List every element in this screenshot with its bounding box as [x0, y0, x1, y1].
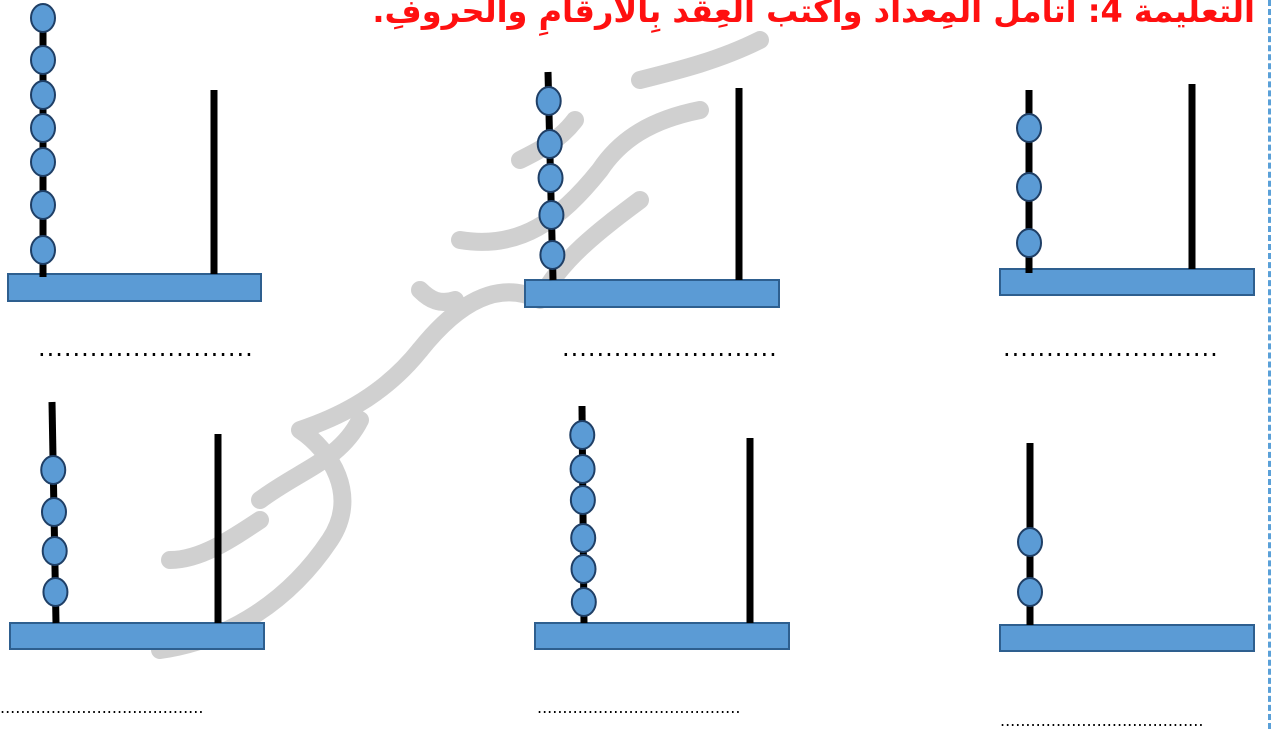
abacus-base — [534, 622, 790, 650]
abacus-bead — [569, 485, 596, 515]
abacus-bead — [1017, 577, 1043, 607]
abacus-base — [7, 273, 262, 302]
page-border — [1268, 0, 1277, 729]
abacus-bead — [30, 80, 56, 110]
abacus-bead — [535, 86, 562, 116]
abacus-base — [524, 279, 780, 308]
abacus-bead — [40, 455, 67, 485]
abacus-6 — [999, 443, 1255, 652]
instruction-title: التعليمة 4: أتأمل المِعداد وأكتب العِقد … — [372, 0, 1255, 30]
answer-blank-4[interactable]: ........................................ — [0, 698, 204, 717]
abacus-bead — [570, 554, 597, 584]
abacus-base — [999, 268, 1255, 296]
abacus-5 — [534, 405, 790, 650]
abacus-base — [9, 622, 265, 650]
abacus-bead — [570, 587, 597, 617]
abacus-4 — [9, 401, 265, 650]
abacus-bead — [30, 113, 56, 143]
abacus-3 — [999, 84, 1255, 296]
abacus-bead — [1016, 228, 1042, 258]
abacus-bead — [569, 420, 596, 450]
answer-blank-2[interactable]: ......................... — [562, 334, 778, 362]
abacus-1 — [7, 3, 262, 302]
abacus-bead — [30, 147, 56, 177]
abacus-2 — [524, 71, 780, 308]
answer-blank-5[interactable]: ........................................ — [537, 698, 741, 717]
abacus-bead — [539, 240, 566, 270]
abacus-bead — [569, 454, 596, 484]
abacus-bead — [40, 497, 67, 527]
abacus-bead — [30, 235, 56, 265]
abacus-bead — [30, 190, 56, 220]
abacus-bead — [30, 45, 56, 75]
abacus-bead — [30, 3, 56, 33]
answer-blank-1[interactable]: ......................... — [38, 334, 254, 362]
abacus-base — [999, 624, 1255, 652]
abacus-bead — [42, 577, 69, 607]
answer-blank-3[interactable]: ......................... — [1003, 334, 1219, 362]
abacus-bead — [536, 129, 563, 159]
abacus-bead — [538, 200, 565, 230]
abacus-bead — [1017, 527, 1043, 557]
abacus-bead — [537, 163, 564, 193]
abacus-bead — [570, 523, 597, 553]
abacus-bead — [41, 536, 68, 566]
answer-blank-6[interactable]: ........................................ — [1000, 711, 1204, 730]
abacus-bead — [1016, 113, 1042, 143]
abacus-bead — [1016, 172, 1042, 202]
